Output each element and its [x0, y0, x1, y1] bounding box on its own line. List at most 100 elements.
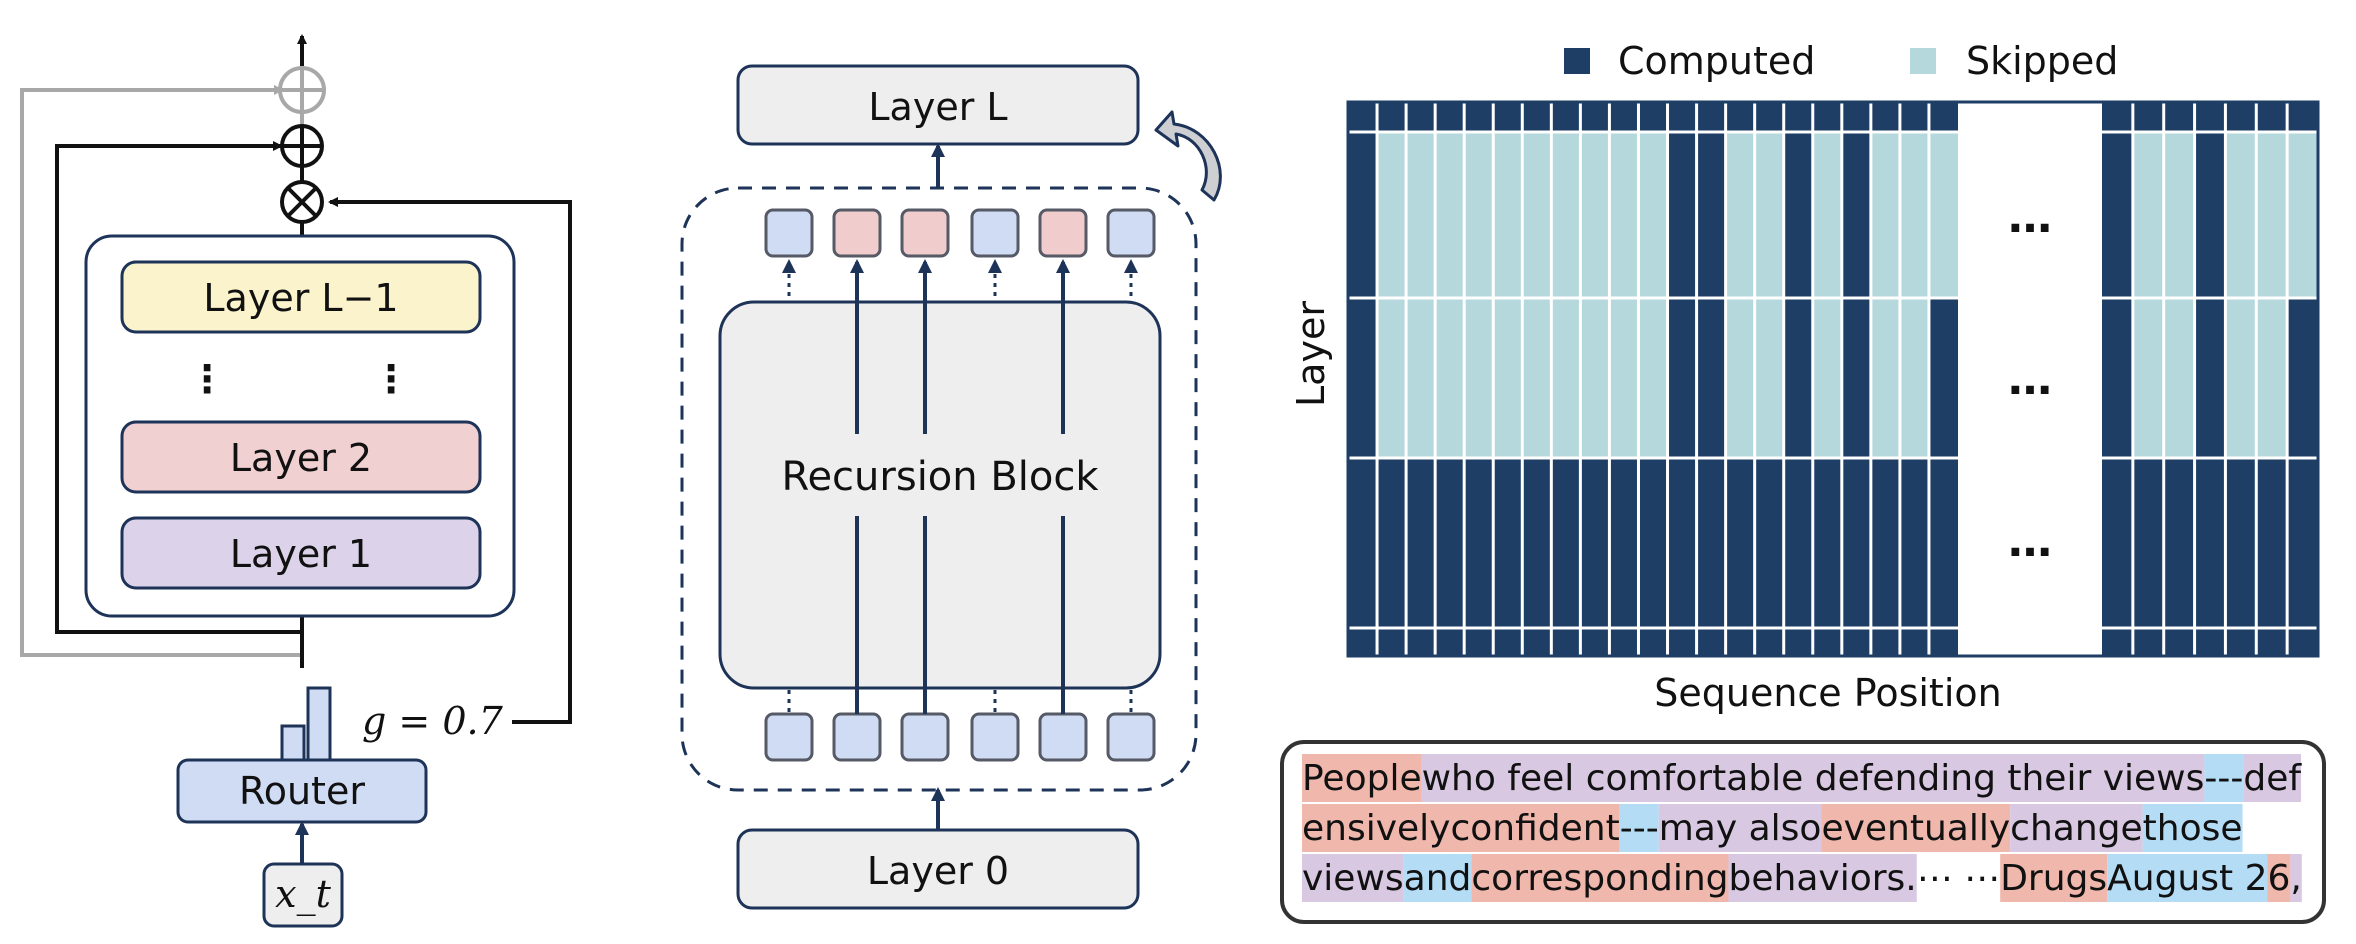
heatmap-cell-left-r3-c2	[1377, 298, 1407, 458]
heatmap-cell-left-r4-c8	[1551, 458, 1581, 656]
heatmap-cell-left-r2-c4	[1435, 132, 1465, 298]
token-highlight	[1421, 754, 2205, 802]
heatmap-cell-left-r4-c11	[1638, 458, 1668, 656]
heatmap-cell-left-r1-c21	[1928, 102, 1958, 132]
heatmap-cell-left-r2-c20	[1899, 132, 1929, 298]
heatmap-cell-left-r4-c16	[1783, 458, 1813, 656]
heatmap-cell-left-r1-c8	[1551, 102, 1581, 132]
heatmap-cell-left-r2-c12	[1667, 132, 1697, 298]
heatmap-cell-left-r4-c15	[1754, 458, 1784, 656]
bottom-token-2	[832, 712, 882, 762]
token-highlight	[1302, 854, 1404, 902]
heatmap-cell-left-r1-c10	[1609, 102, 1639, 132]
output-add-gray-icon	[278, 66, 326, 114]
token-text: who feel comfortable defending their vie…	[1422, 758, 2205, 799]
token-highlight	[2142, 804, 2243, 852]
heatmap-cell-left-r3-c3	[1406, 298, 1436, 458]
input-token-label: x_t	[275, 872, 331, 917]
top-token-4	[970, 208, 1020, 258]
top-token-1	[764, 208, 814, 258]
top-token-3	[900, 208, 950, 258]
heatmap-cell-left-r1-c20	[1899, 102, 1929, 132]
bottom-token-4	[970, 712, 1020, 762]
heatmap-cell-left-r2-c1	[1348, 132, 1378, 298]
token-text: def	[2243, 758, 2302, 799]
token-highlight	[2107, 854, 2268, 902]
heatmap-cell-left-r4-c19	[1870, 458, 1900, 656]
token-text-box: People who feel comfortable defending th…	[1280, 740, 2326, 924]
residual-add-icon	[280, 124, 324, 168]
heatmap-cell-left-r4-c5	[1464, 458, 1494, 656]
heatmap-cell-left-r1-c4	[1435, 102, 1465, 132]
recursion-block-box	[718, 300, 1162, 690]
heatmap-cell-left-r3-c11	[1638, 298, 1668, 458]
gate-value-label: g = 0.7	[362, 699, 504, 743]
heatmap-cell-left-r1-c18	[1841, 102, 1871, 132]
heatmap-cell-left-r2-c18	[1841, 132, 1871, 298]
top-token-row	[764, 208, 1156, 258]
token-text: People	[1302, 758, 1422, 799]
bottom-token-3	[900, 712, 950, 762]
token-text-lines: People who feel comfortable defending th…	[1302, 754, 2302, 902]
token-highlight	[2000, 854, 2108, 902]
right-panel: Computed Skipped Layer ……… Sequence Posi…	[1289, 39, 2320, 715]
left-panel: Layer L−1 ⋮ ⋮ Layer 2 Layer 1 Router g =…	[20, 34, 572, 928]
black-residual-line	[55, 141, 300, 634]
heatmap-cell-left-r2-c11	[1638, 132, 1668, 298]
heatmap-cell-left-r4-c20	[1899, 458, 1929, 656]
heatmap-ellipsis-2: …	[2008, 354, 2052, 405]
heatmap-cell-left-r1-c3	[1406, 102, 1436, 132]
heatmap-cell-right-r4-c1	[2102, 458, 2133, 656]
heatmap-cell-left-r3-c19	[1870, 298, 1900, 458]
heatmap-cell-right-r4-c7	[2287, 458, 2318, 656]
heatmap-cell-right-r3-c5	[2225, 298, 2257, 458]
heatmap-cell-left-r1-c7	[1522, 102, 1552, 132]
heatmap-cell-right-r4-c2	[2132, 458, 2164, 656]
token-highlight	[1658, 804, 1822, 852]
heatmap-cell-right-r3-c7	[2287, 298, 2318, 458]
heatmap-cell-right-r2-c3	[2163, 132, 2195, 298]
heatmap-ellipsis-3: …	[2008, 516, 2052, 567]
legend-skipped-label: Skipped	[1966, 39, 2118, 83]
token-text: views	[1302, 858, 1404, 899]
heatmap-cell-right-r4-c6	[2256, 458, 2288, 656]
x-axis-label: Sequence Position	[1654, 671, 2001, 715]
layer-1-box: Layer 1	[120, 516, 482, 590]
left-ellipsis-2: ⋮	[372, 357, 410, 401]
heatmap-cell-left-r1-c6	[1493, 102, 1523, 132]
token-text: confident	[1450, 808, 1619, 849]
legend: Computed Skipped	[1564, 39, 2118, 83]
heatmap-cell-left-r2-c7	[1522, 132, 1552, 298]
heatmap-cell-left-r2-c5	[1464, 132, 1494, 298]
heatmap-cell-left-r1-c12	[1667, 102, 1697, 132]
layer-l-label: Layer L	[868, 85, 1007, 129]
heatmap-cell-left-r2-c2	[1377, 132, 1407, 298]
router-bars-icon	[280, 686, 332, 762]
layer-l-minus-1-box: Layer L−1	[120, 260, 482, 334]
heatmap-cell-left-r1-c9	[1580, 102, 1610, 132]
heatmap-ellipsis-1: …	[2008, 192, 2052, 243]
heatmap-cell-right-r2-c1	[2102, 132, 2133, 298]
heatmap-cell-left-r3-c4	[1435, 298, 1465, 458]
token-text: behaviors.	[1729, 858, 1917, 899]
heatmap-cell-left-r3-c20	[1899, 298, 1929, 458]
heatmap-cell-right-r3-c4	[2194, 298, 2226, 458]
top-token-2	[832, 208, 882, 258]
layer-0-label: Layer 0	[867, 849, 1009, 893]
heatmap-cell-left-r1-c13	[1696, 102, 1726, 132]
heatmap-gap	[1958, 102, 2102, 656]
token-highlight	[1302, 754, 1422, 802]
left-ellipsis-1: ⋮	[188, 357, 226, 401]
bottom-token-5	[1038, 712, 1088, 762]
heatmap-cell-right-r4-c5	[2225, 458, 2257, 656]
heatmap-cell-left-r2-c10	[1609, 132, 1639, 298]
heatmap-cell-right-r2-c7	[2287, 132, 2318, 298]
heatmap-cell-left-r2-c15	[1754, 132, 1784, 298]
gray-residual-line	[20, 85, 300, 657]
token-highlight	[2010, 804, 2143, 852]
heatmap-cell-right-r1-c3	[2163, 102, 2195, 132]
heatmap-cell-left-r3-c17	[1812, 298, 1842, 458]
heatmap-cell-left-r4-c9	[1580, 458, 1610, 656]
heatmap-cell-left-r3-c18	[1841, 298, 1871, 458]
heatmap-cell-right-r3-c6	[2256, 298, 2288, 458]
